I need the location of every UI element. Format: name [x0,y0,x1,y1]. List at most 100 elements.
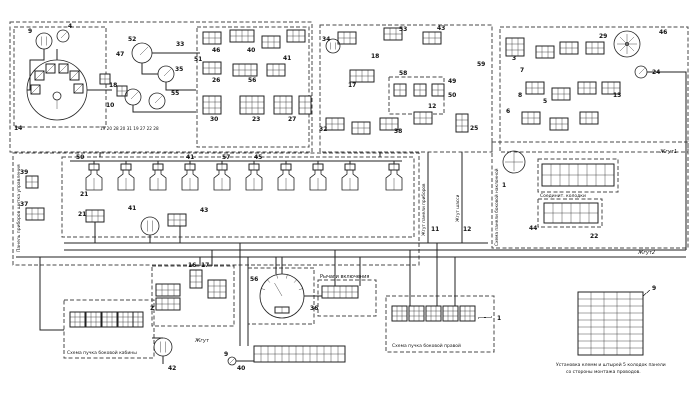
ref-number: 32 [319,126,327,133]
connector-block [85,311,102,328]
needle [60,32,67,39]
connector-block [117,311,134,328]
speedo-tick [298,288,303,291]
caption: Соединит. колодки [540,193,586,199]
motor-symbol [325,38,341,54]
harness-caption: Схема панели боковой наклонной [493,168,500,246]
caption: Рычаги включения [320,274,369,280]
sensor-symbol [117,169,135,191]
wire [27,49,45,91]
cluster-hub [52,91,62,101]
ref-number: 49 [448,78,456,85]
pin-table [577,291,644,356]
gauge-symbol [227,356,237,366]
ref-number: 34 [322,36,330,43]
ref-number: 41 [186,154,194,161]
lamp-hatch [69,70,80,81]
lamp-hatch [30,84,41,95]
group-box [61,156,415,238]
ref-number: 12 [428,103,436,110]
ref-number: 3 [512,55,516,62]
ref-number: 51 [194,56,202,63]
connector-block [425,305,442,322]
caption: со стороны монтажа проводов. [566,370,641,375]
speedo-tick [286,274,288,279]
ref-number: 25 [470,125,478,132]
ref-number: 17 [348,82,356,89]
sensor-symbol [385,169,403,191]
ref-number: 22 [590,233,598,240]
needle [139,46,149,56]
wire [165,82,196,91]
wire [39,257,64,331]
ref-number: 29 [599,33,607,40]
ref-number: 59 [477,61,485,68]
ref-number: 5 [543,98,547,105]
ref-number: 24 [652,69,660,76]
connector-block [273,95,293,115]
ref-number: 56 [248,77,256,84]
connector-block [391,305,408,322]
ref-number: 47 [116,51,124,58]
connector-block [202,95,222,115]
sensor-symbol [245,169,263,191]
gauge-symbol [56,29,70,43]
speedo-symbol [259,273,305,319]
ref-number: 36 [310,305,318,312]
group-box [151,265,235,327]
sensor-symbol [213,169,231,191]
ref-number: 9 [652,285,656,292]
group-box [13,26,107,128]
ref-number: 26 [212,77,220,84]
harness-caption: Панель приборов щитка управления [16,164,22,252]
ref-number: 55 [171,90,179,97]
fan-hub [625,42,629,46]
group-box [9,21,313,153]
caption: Жгут1 [659,149,677,155]
group-box [491,141,689,249]
sensor-symbol [149,169,167,191]
ref-number: 10 [106,102,114,109]
ref-number: 57 [222,154,230,161]
wire [642,289,651,297]
ref-number: 37 [20,201,28,208]
group-box [385,295,495,353]
needle [163,69,171,77]
group-box [499,26,689,153]
lamp-hatch [58,63,69,74]
ref-number: 35 [175,66,183,73]
ref-number: 41 [128,205,136,212]
gauge-symbol [131,42,153,64]
ref-number: 40 [237,365,245,372]
sensor-symbol [181,169,199,191]
ref-number: 27 [288,116,296,123]
group-box [196,26,310,148]
ref-number: 6 [506,108,510,115]
ref-number: 44 [529,225,537,232]
sensor-symbol [341,169,359,191]
needle [229,358,235,364]
lamp-hatch [45,63,56,74]
ref-number: 38 [394,128,402,135]
pump-symbol [502,150,526,174]
ref-number: 52 [128,36,136,43]
speedo-tick [267,279,271,283]
ref-number: 9 [224,351,228,358]
speedo-tick [261,288,266,291]
connector-block [69,311,86,328]
ref-number: 40 [247,47,255,54]
ref-number: 23 [252,116,260,123]
ref-number: 13 [613,92,621,99]
sensor-symbol [309,169,327,191]
ref-number: 12 [463,226,471,233]
ref-number: 45 [254,154,262,161]
sensor-symbol [277,169,295,191]
caption: Установка клемм и штырей 5 колодок панел… [556,361,666,368]
ref-number: 14 [14,125,22,132]
ref-number: 16 [188,262,196,269]
wire [647,71,687,250]
gauge-symbol [157,65,175,83]
ref-number: 56 [250,276,258,283]
group-box [63,299,155,359]
ref-number: 53 [399,26,407,33]
